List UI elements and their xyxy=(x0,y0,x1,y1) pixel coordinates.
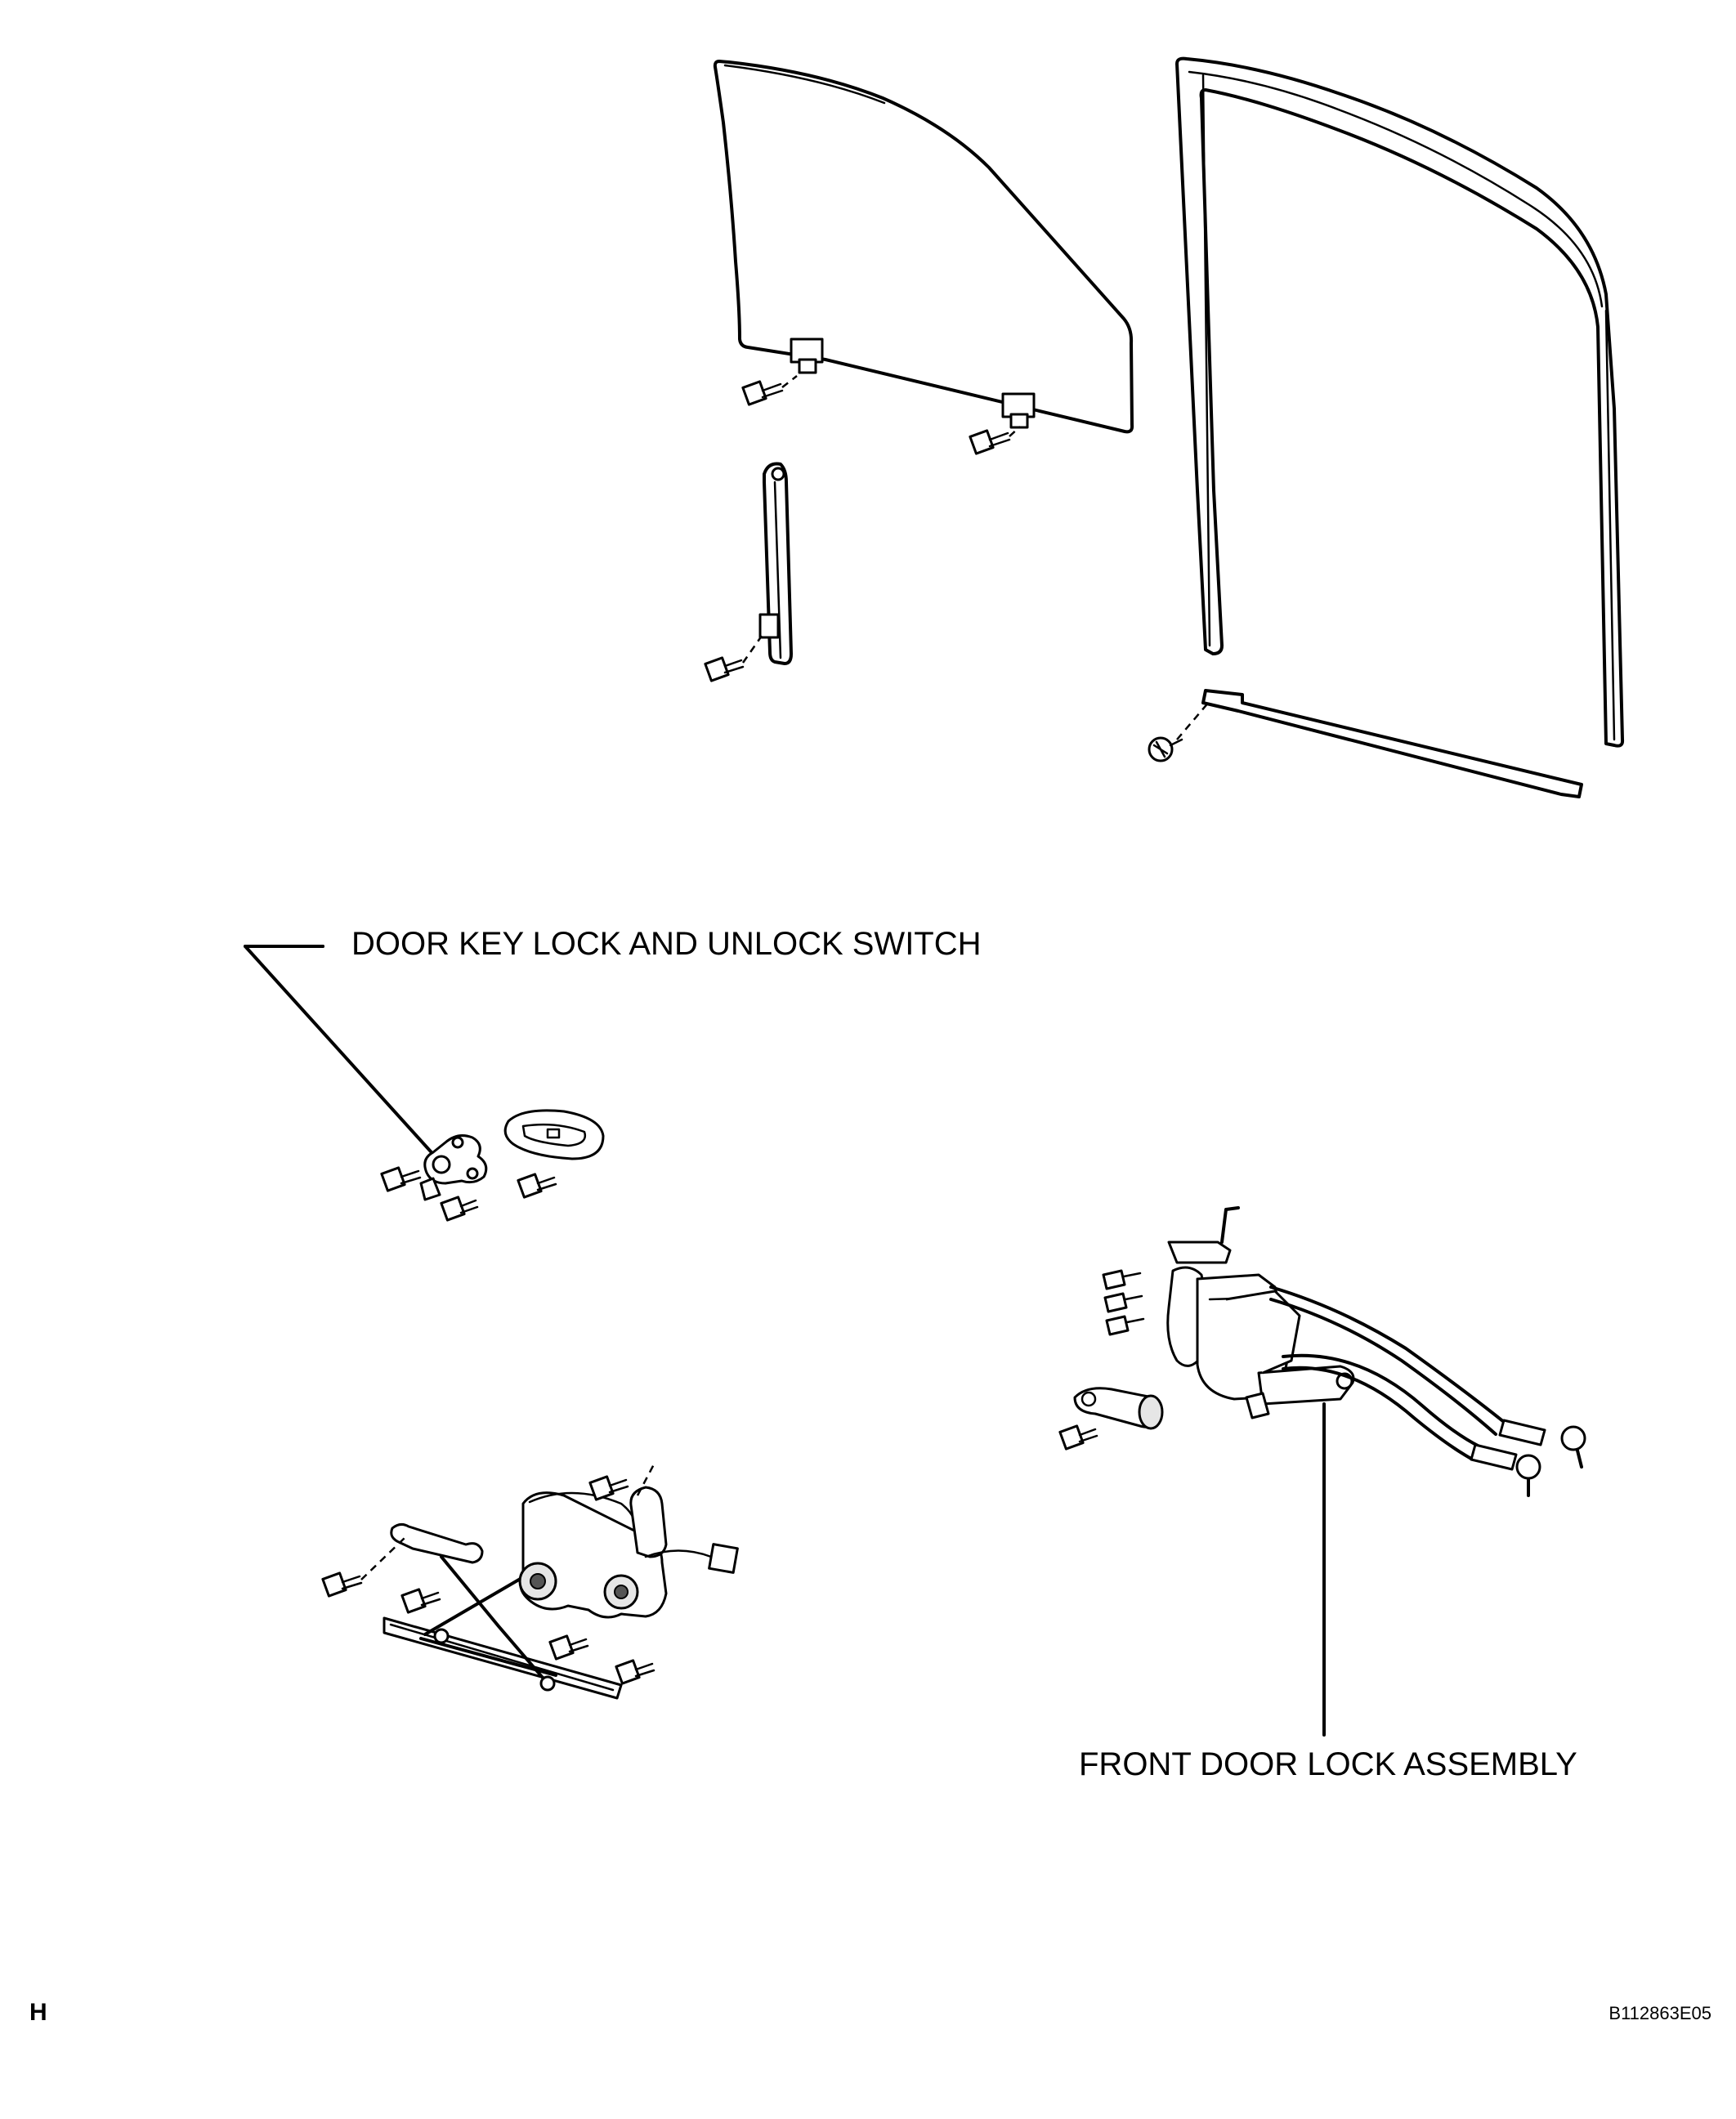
lock-lever xyxy=(1073,1387,1164,1430)
door-key-lock-switch-label: DOOR KEY LOCK AND UNLOCK SWITCH xyxy=(351,926,982,962)
moulding-screw xyxy=(1148,736,1183,762)
handle-bolt xyxy=(517,1173,557,1199)
lock-screws xyxy=(1102,1269,1145,1336)
switch-bolt-lower xyxy=(440,1196,479,1222)
glass-bolt-front xyxy=(741,375,798,406)
glass-clip-rear xyxy=(1001,392,1036,429)
regulator-bolts xyxy=(321,1475,655,1685)
key-lock-switch xyxy=(419,1134,488,1201)
glass-clip-front xyxy=(790,338,824,374)
corner-mark: H xyxy=(29,1999,47,2026)
outside-handle-cover xyxy=(503,1109,605,1160)
front-lower-sash-channel xyxy=(758,462,793,665)
glass-bolt-rear xyxy=(969,426,1021,455)
front-door-lock-assembly-label: FRONT DOOR LOCK ASSEMBLY xyxy=(1079,1746,1577,1782)
switch-bolt-left xyxy=(380,1166,422,1192)
channel-bolt xyxy=(704,635,763,682)
door-glass xyxy=(713,60,1134,434)
front-door-lock-assembly xyxy=(1166,1206,1586,1497)
lever-bolt xyxy=(1058,1424,1098,1451)
door-glass-run xyxy=(1175,56,1625,748)
key-switch-leader-line xyxy=(244,945,439,1160)
sheet-id: B112863E05 xyxy=(1608,2003,1711,2023)
belt-moulding xyxy=(1176,689,1583,798)
window-regulator xyxy=(383,1464,739,1700)
